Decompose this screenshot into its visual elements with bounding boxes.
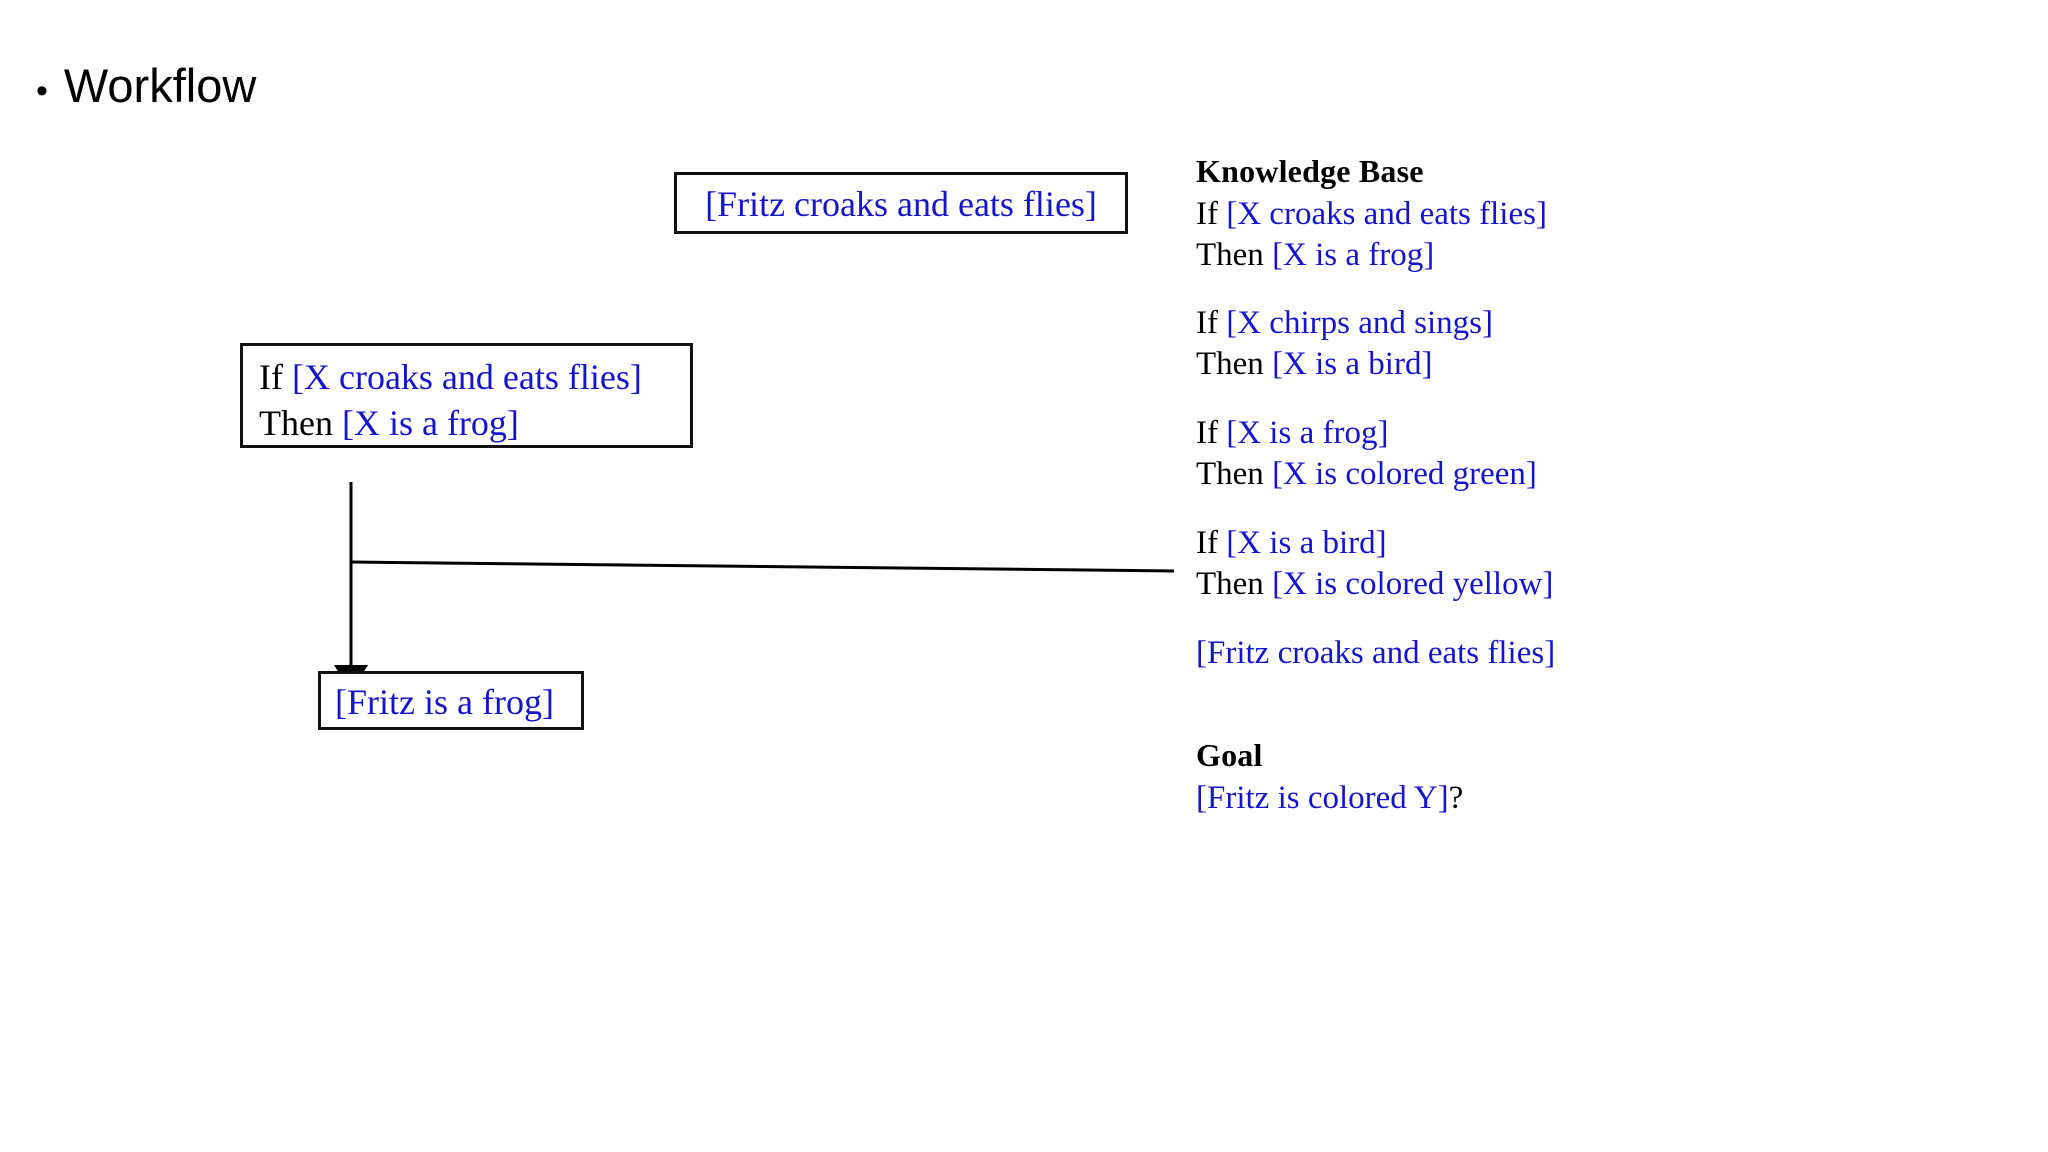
kb-rule-2-if-line: If [X chirps and sings] [1196,303,1896,344]
knowledge-base-heading: Knowledge Base [1196,153,1424,189]
kb-rule-1-then-keyword: Then [1196,236,1264,273]
rule-node-if-keyword: If [259,357,283,397]
kb-rule-1-if-keyword: If [1196,195,1218,232]
goal-heading: Goal [1196,736,1263,773]
kb-rule-1-then-line: Then [X is a frog] [1196,235,1896,276]
knowledge-base-rule-3: If [X is a frog] Then [X is colored gree… [1196,413,1896,495]
knowledge-base-rule-2: If [X chirps and sings] Then [X is a bir… [1196,303,1896,385]
kb-rule-1-then-value: [X is a frog] [1272,236,1435,273]
kb-rule-2-if-value: [X chirps and sings] [1226,305,1493,342]
kb-rule-2-if-keyword: If [1196,305,1218,342]
rule-node-if-value: [X croaks and eats flies] [291,357,642,397]
rule-node: If [X croaks and eats flies] Then [X is … [240,343,693,448]
knowledge-base-panel: Knowledge Base If [X croaks and eats fli… [1196,152,1896,818]
rule-node-if-line: If [X croaks and eats flies] [259,356,690,402]
conclusion-node: [Fritz is a frog] [318,671,584,730]
knowledge-base-rule-4: If [X is a bird] Then [X is colored yell… [1196,523,1896,605]
knowledge-base-fact: [Fritz croaks and eats flies] [1196,634,1556,671]
page-title-text: Workflow [63,59,257,112]
kb-rule-3-if-keyword: If [1196,415,1218,452]
rule-node-then-keyword: Then [259,403,333,443]
kb-rule-2-then-line: Then [X is a bird] [1196,344,1896,385]
kb-rule-4-if-value: [X is a bird] [1226,525,1387,562]
page-title: • Workflow [36,58,256,113]
goal-question-mark: ? [1448,779,1464,816]
kb-rule-2-then-value: [X is a bird] [1272,346,1433,383]
kb-rule-1-if-value: [X croaks and eats flies] [1226,195,1547,232]
goal-statement-text: [Fritz is colored Y] [1196,779,1449,816]
fact-node-text: [Fritz croaks and eats flies] [705,184,1097,224]
conclusion-node-text: [Fritz is a frog] [335,682,554,722]
goal-section: Goal [Fritz is colored Y]? [1196,736,1896,819]
rule-node-then-line: Then [X is a frog] [259,402,690,448]
kb-rule-4-if-line: If [X is a bird] [1196,523,1896,564]
kb-rule-3-then-line: Then [X is colored green] [1196,454,1896,495]
fact-node: [Fritz croaks and eats flies] [674,172,1128,234]
kb-rule-4-then-keyword: Then [1196,566,1264,603]
kb-rule-4-if-keyword: If [1196,525,1218,562]
kb-rule-2-then-keyword: Then [1196,346,1264,383]
bullet-icon: • [36,72,48,110]
horizontal-connector-line [350,560,1175,573]
kb-rule-4-then-line: Then [X is colored yellow] [1196,564,1896,605]
kb-rule-3-if-line: If [X is a frog] [1196,413,1896,454]
kb-rule-4-then-value: [X is colored yellow] [1272,566,1554,603]
rule-node-then-value: [X is a frog] [341,403,519,443]
goal-statement-line: [Fritz is colored Y]? [1196,778,1896,819]
knowledge-base-rule-1: If [X croaks and eats flies] Then [X is … [1196,194,1896,276]
kb-rule-3-then-value: [X is colored green] [1272,456,1537,493]
kb-rule-3-if-value: [X is a frog] [1226,415,1389,452]
kb-rule-1-if-line: If [X croaks and eats flies] [1196,194,1896,235]
kb-rule-3-then-keyword: Then [1196,456,1264,493]
